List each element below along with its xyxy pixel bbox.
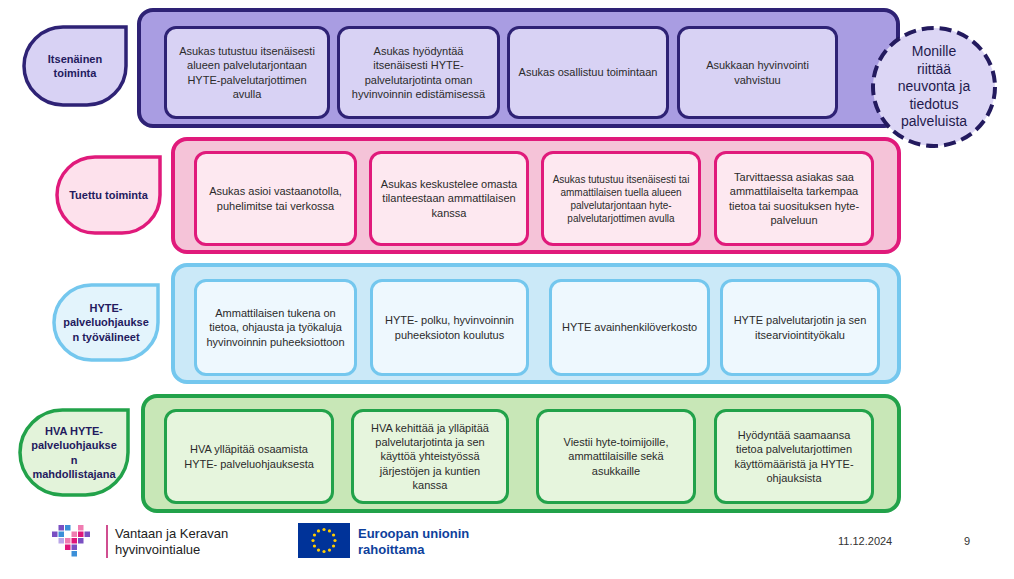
step-text: Asukas tutustuu itsenäisesti tai ammatti…	[552, 173, 690, 225]
step-box: Asukkaan hyvinvointi vahvistuu	[677, 26, 838, 119]
leaf-outline	[18, 408, 130, 497]
step-box: Tarvittaessa asiakas saa ammattilaiselta…	[714, 151, 874, 246]
note-text: Monille riittää neuvonta ja tiedotus pal…	[894, 43, 974, 131]
step-box: HVA kehittää ja ylläpitää palvelutarjoti…	[351, 409, 509, 504]
row-label: Tuettu toiminta	[55, 155, 162, 235]
row-label: HYTE-palveluohjauksen työvälineet	[52, 283, 160, 362]
step-text: Hyödyntää saamaansa tietoa palvelutarjot…	[725, 428, 863, 485]
step-text: Asukas osallistuu toimintaan	[519, 65, 658, 79]
date: 11.12.2024	[838, 535, 918, 548]
step-text: Asukas hyödyntää itsenäisesti HYTE-palve…	[348, 44, 489, 101]
step-text: Asukkaan hyvinvointi vahvistuu	[688, 58, 827, 87]
note-circle: Monille riittää neuvonta ja tiedotus pal…	[870, 25, 998, 149]
step-text: Asukas keskustelee omasta tilanteestaan …	[380, 177, 518, 220]
step-text: Tarvittaessa asiakas saa ammattilaiselta…	[725, 170, 863, 227]
step-box: Asukas tutustuu itsenäisesti alueen palv…	[164, 26, 330, 119]
logo-mark	[52, 525, 90, 557]
step-box: Viestii hyte-toimijoille, ammattilaisill…	[536, 409, 696, 504]
eu-flag	[298, 523, 350, 558]
logo-divider	[106, 525, 108, 558]
step-text: Asukas tutustuu itsenäisesti alueen palv…	[175, 44, 319, 101]
step-text: HYTE palvelutarjotin ja sen itsearvioint…	[731, 313, 869, 342]
step-box: Asukas hyödyntää itsenäisesti HYTE-palve…	[337, 26, 500, 119]
row-label-shape: HYTE-palveluohjauksen työvälineet	[52, 283, 160, 362]
row-label-shape: Itsenäinen toiminta	[22, 25, 128, 107]
step-box: Asukas tutustuu itsenäisesti tai ammatti…	[541, 151, 701, 246]
step-text: HVA ylläpitää osaamista HYTE- palveluohj…	[175, 442, 323, 471]
row-band: Tuettu toimintaAsukas asioi vastaanotoll…	[171, 137, 901, 254]
row-label-shape: HVA HYTE-palveluohjauksen mahdollistajan…	[18, 408, 130, 497]
row-label: HVA HYTE-palveluohjauksen mahdollistajan…	[18, 408, 130, 497]
step-box: Asukas osallistuu toimintaan	[507, 26, 669, 119]
step-box: HVA ylläpitää osaamista HYTE- palveluohj…	[164, 409, 334, 504]
leaf-outline	[22, 25, 128, 107]
step-text: Viestii hyte-toimijoille, ammattilaisill…	[547, 435, 685, 478]
step-box: Hyödyntää saamaansa tietoa palvelutarjot…	[714, 409, 874, 504]
page-number: 9	[964, 535, 984, 548]
step-text: HYTE- polku, hyvinvoinnin puheeksioton k…	[381, 313, 518, 342]
step-box: HYTE avainhenkilöverkosto	[549, 279, 710, 376]
step-text: Ammattilaisen tukena on tietoa, ohjausta…	[205, 306, 346, 349]
step-box: Asukas keskustelee omasta tilanteestaan …	[369, 151, 529, 246]
row-label-shape: Tuettu toiminta	[55, 155, 162, 235]
step-box: HYTE- polku, hyvinvoinnin puheeksioton k…	[370, 279, 529, 376]
step-box: Asukas asioi vastaanotolla, puhelimitse …	[194, 151, 357, 246]
step-box: HYTE palvelutarjotin ja sen itsearvioint…	[720, 279, 880, 376]
step-text: HYTE avainhenkilöverkosto	[562, 320, 697, 334]
row-band: Itsenäinen toimintaAsukas tutustuu itsen…	[137, 8, 900, 128]
org-name: Vantaan ja Keravan hyvinvointialue	[115, 526, 285, 557]
step-text: Asukas asioi vastaanotolla, puhelimitse …	[205, 184, 346, 213]
row-band: HVA HYTE-palveluohjauksen mahdollistajan…	[141, 394, 901, 513]
step-box: Ammattilaisen tukena on tietoa, ohjausta…	[194, 279, 357, 376]
row-band: HYTE-palveluohjauksen työvälineetAmmatti…	[171, 263, 901, 384]
step-text: HVA kehittää ja ylläpitää palvelutarjoti…	[362, 421, 498, 492]
funding-note: Euroopan unionin rahoittama	[358, 526, 478, 557]
row-label: Itsenäinen toiminta	[22, 25, 128, 107]
